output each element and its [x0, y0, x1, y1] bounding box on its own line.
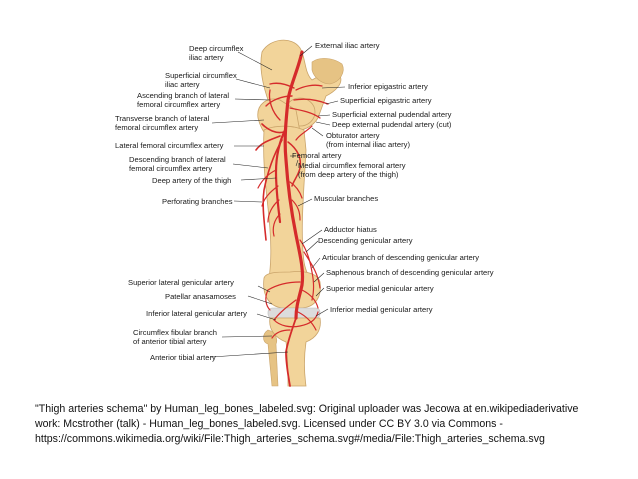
label-descending-branch-line2: femoral circumflex artery	[129, 164, 212, 173]
leader-lines	[210, 45, 346, 358]
label-superficial-epigastric: Superficial epigastric artery	[340, 96, 432, 105]
label-superior-medial-genicular: Superior medial genicular artery	[326, 284, 434, 293]
caption-line-3[interactable]: https://commons.wikimedia.org/wiki/File:…	[35, 433, 545, 445]
label-circumflex-fibular-line2: of anterior tibial artery	[133, 337, 207, 346]
femur-condyles	[263, 271, 321, 309]
labels-left: Deep circumflex iliac artery Superficial…	[115, 44, 247, 362]
label-medial-circumflex-line2: (from deep artery of the thigh)	[298, 170, 399, 179]
label-external-iliac: External iliac artery	[315, 41, 380, 50]
circumflex-fibular	[271, 329, 291, 339]
epigastric-branches	[289, 84, 329, 119]
label-femoral: Femoral artery	[292, 151, 342, 160]
caption-line-1: "Thigh arteries schema" by Human_leg_bon…	[35, 403, 579, 415]
label-adductor-hiatus: Adductor hiatus	[324, 225, 377, 234]
caption-line-2: work: Mcstrother (talk) - Human_leg_bone…	[35, 418, 503, 430]
medial-circumflex	[287, 141, 302, 187]
perforating-branches	[257, 169, 281, 237]
label-superficial-circumflex-line2: iliac artery	[165, 80, 200, 89]
label-superficial-circumflex-line1: Superficial circumflex	[165, 71, 237, 80]
label-medial-circumflex-line1: Medial circumflex femoral artery	[298, 161, 406, 170]
deep-artery-of-thigh	[274, 126, 288, 224]
label-descending-branch-line1: Descending branch of lateral	[129, 155, 226, 164]
label-inferior-epigastric: Inferior epigastric artery	[348, 82, 428, 91]
label-descending-genicular: Descending genicular artery	[318, 236, 413, 245]
fibula	[263, 329, 279, 387]
label-deep-circumflex-line1: Deep circumflex	[189, 44, 244, 53]
obturator	[295, 125, 313, 141]
label-anterior-tibial: Anterior tibial artery	[150, 353, 216, 362]
label-deep-circumflex-line2: iliac artery	[189, 53, 224, 62]
label-transverse-branch-line1: Transverse branch of lateral	[115, 114, 210, 123]
muscular-branches	[289, 181, 303, 221]
label-inferior-lateral-genicular: Inferior lateral genicular artery	[146, 309, 247, 318]
descending-genicular	[299, 239, 321, 301]
label-obturator-line2: (from internal iliac artery)	[326, 140, 410, 149]
label-obturator-line1: Obturator artery	[326, 131, 380, 140]
label-patellar-anastomoses: Patellar anasamoses	[165, 292, 236, 301]
labels-right: External iliac artery Inferior epigastri…	[292, 41, 494, 314]
genicular-network	[265, 281, 319, 331]
label-ascending-branch-line2: femoral circumflex artery	[137, 100, 220, 109]
label-saphenous-branch: Saphenous branch of descending genicular…	[326, 268, 494, 277]
label-superficial-external-pudendal: Superficial external pudendal artery	[332, 110, 452, 119]
arteries	[255, 50, 329, 387]
label-deep-external-pudendal: Deep external pudendal artery (cut)	[332, 120, 452, 129]
knee-cartilage	[267, 307, 321, 319]
label-perforating-branches: Perforating branches	[162, 197, 233, 206]
label-articular-branch: Articular branch of descending genicular…	[322, 253, 479, 262]
label-deep-artery-thigh: Deep artery of the thigh	[152, 176, 231, 185]
tibia	[269, 317, 321, 387]
pubic-bone	[311, 58, 344, 85]
label-circumflex-fibular-line1: Circumflex fibular branch	[133, 328, 217, 337]
label-ascending-branch-line1: Ascending branch of lateral	[137, 91, 229, 100]
label-transverse-branch-line2: femoral circumflex artery	[115, 123, 198, 132]
ascending-branch	[268, 89, 281, 121]
circumflex-iliac-branches	[265, 82, 295, 107]
label-lateral-femoral-circumflex: Lateral femoral circumflex artery	[115, 141, 224, 150]
label-muscular-branches: Muscular branches	[314, 194, 378, 203]
attribution-caption: "Thigh arteries schema" by Human_leg_bon…	[35, 402, 615, 447]
bones	[257, 39, 344, 387]
lateral-circumflex-branch	[255, 123, 285, 241]
label-superior-lateral-genicular: Superior lateral genicular artery	[128, 278, 234, 287]
label-inferior-medial-genicular: Inferior medial genicular artery	[330, 305, 433, 314]
femoral-artery-trunk	[283, 50, 305, 320]
